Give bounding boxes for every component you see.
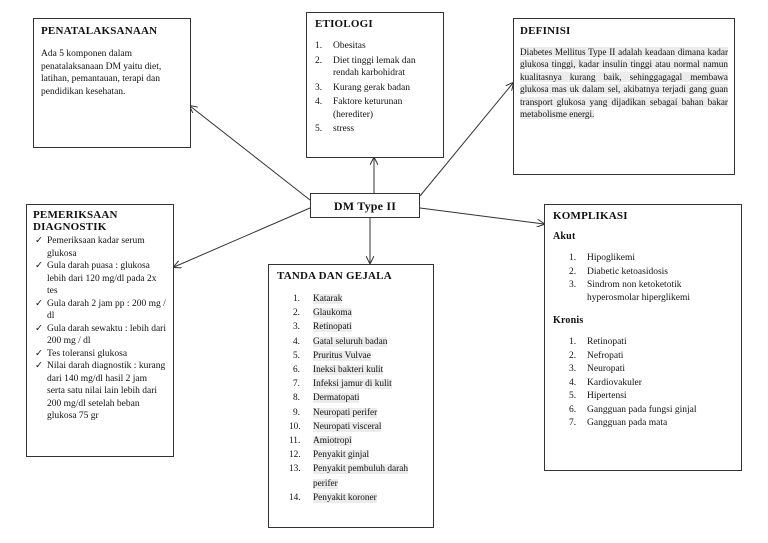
- list-item: 11.Amiotropi: [289, 436, 352, 447]
- list-item: 10.Neuropati visceral: [289, 421, 382, 432]
- list-item: 8.Dermatopati: [293, 393, 360, 404]
- list-item: 3.Sindrom non ketoketotik hyperosmolar h…: [569, 280, 690, 303]
- arrow-to-penatalaksanaan: [190, 106, 311, 201]
- check-icon: ✓: [35, 261, 43, 271]
- penatalaksanaan-box: PENATALAKSANAAN Ada 5 komponen dalam pen…: [33, 18, 191, 148]
- list-item: 5.Hipertensi: [569, 391, 627, 401]
- arrow-to-definisi: [419, 83, 513, 197]
- tanda-box: TANDA DAN GEJALA 1.Katarak 2.Glaukoma 3.…: [268, 264, 434, 528]
- pemeriksaan-box: PEMERIKSAAN DIAGNOSTIK ✓Pemeriksaan kada…: [26, 204, 174, 457]
- list-item: 2.Diet tinggi lemak dan rendah karbohidr…: [315, 55, 416, 79]
- list-item: 1.Retinopati: [569, 337, 627, 347]
- list-item: 3.Neuropati: [569, 364, 625, 374]
- list-item: 13.Penyakit pembuluh darah perifer: [289, 464, 409, 489]
- list-item: 1.Katarak: [293, 294, 343, 304]
- list-item: 6.Ineksi bakteri kulit: [293, 365, 384, 376]
- list-item: 5.Pruritus Vulvae: [293, 350, 371, 361]
- list-item: 6.Gangguan pada fungsi ginjal: [569, 404, 697, 415]
- list-item: 3.Kurang gerak badan: [315, 82, 411, 93]
- komplikasi-title: KOMPLIKASI: [553, 210, 628, 222]
- list-item: 1.Hipoglikemi: [569, 253, 636, 263]
- penatalaksanaan-title: PENATALAKSANAAN: [41, 25, 158, 37]
- list-item: ✓Gula darah 2 jam pp : 200 mg / dl: [35, 298, 166, 322]
- list-item: 1.Obesitas: [315, 41, 366, 51]
- list-item: 7.Infeksi jamur di kulit: [293, 379, 392, 390]
- center-title: DM Type II: [333, 199, 397, 213]
- definisi-text: Diabetes Mellitus Type II adalah keadaan…: [520, 47, 728, 120]
- list-item: 2.Glaukoma: [293, 308, 352, 319]
- list-item: 7.Gangguan pada mata: [569, 418, 668, 428]
- list-item: ✓Gula darah sewaktu : lebih dari 200 mg …: [35, 323, 166, 347]
- etiologi-title: ETIOLOGI: [315, 18, 373, 30]
- list-item: 4.Faktore keturunan (herediter): [315, 97, 403, 120]
- check-icon: ✓: [35, 298, 43, 309]
- list-item: ✓Tes toleransi glukosa: [35, 348, 128, 359]
- tanda-title: TANDA DAN GEJALA: [277, 270, 392, 282]
- komplikasi-box: KOMPLIKASI Akut 1.Hipoglikemi 2.Diabetic…: [544, 204, 742, 471]
- penatalaksanaan-text: Ada 5 komponen dalam penatalaksanaan DM …: [41, 49, 162, 97]
- list-item: ✓Gula darah puasa : glukosa lebih dari 1…: [35, 261, 157, 296]
- list-item: 2.Nefropati: [569, 350, 624, 361]
- etiologi-box: ETIOLOGI 1.Obesitas 2.Diet tinggi lemak …: [306, 12, 444, 158]
- list-item: 12.Penyakit ginjal: [289, 450, 370, 461]
- kronis-label: Kronis: [553, 315, 584, 326]
- list-item: 4.Kardiovakuler: [569, 377, 642, 388]
- list-item: 2.Diabetic ketoasidosis: [569, 266, 668, 277]
- arrow-to-komplikasi: [419, 207, 544, 224]
- list-item: 4.Gatal seluruh badan: [293, 336, 388, 347]
- list-item: ✓Pemeriksaan kadar serum glukosa: [35, 236, 145, 259]
- arrow-to-pemeriksaan: [174, 207, 311, 267]
- check-icon: ✓: [35, 361, 43, 371]
- list-item: 5.stress: [315, 124, 355, 134]
- list-item: 3.Retinopati: [293, 322, 352, 333]
- list-item: 14.Penyakit koroner: [289, 492, 377, 503]
- akut-label: Akut: [553, 231, 576, 242]
- check-icon: ✓: [35, 323, 43, 334]
- check-icon: ✓: [35, 348, 43, 359]
- definisi-box: DEFINISI Diabetes Mellitus Type II adala…: [513, 18, 735, 175]
- check-icon: ✓: [35, 236, 43, 246]
- pemeriksaan-title: PEMERIKSAAN DIAGNOSTIK: [33, 209, 118, 233]
- list-item: ✓Nilai darah diagnostik : kurang dari 14…: [35, 361, 166, 421]
- center-node: DM Type II: [310, 193, 420, 218]
- list-item: 9.Neuropati perifer: [293, 407, 378, 418]
- definisi-title: DEFINISI: [520, 25, 571, 37]
